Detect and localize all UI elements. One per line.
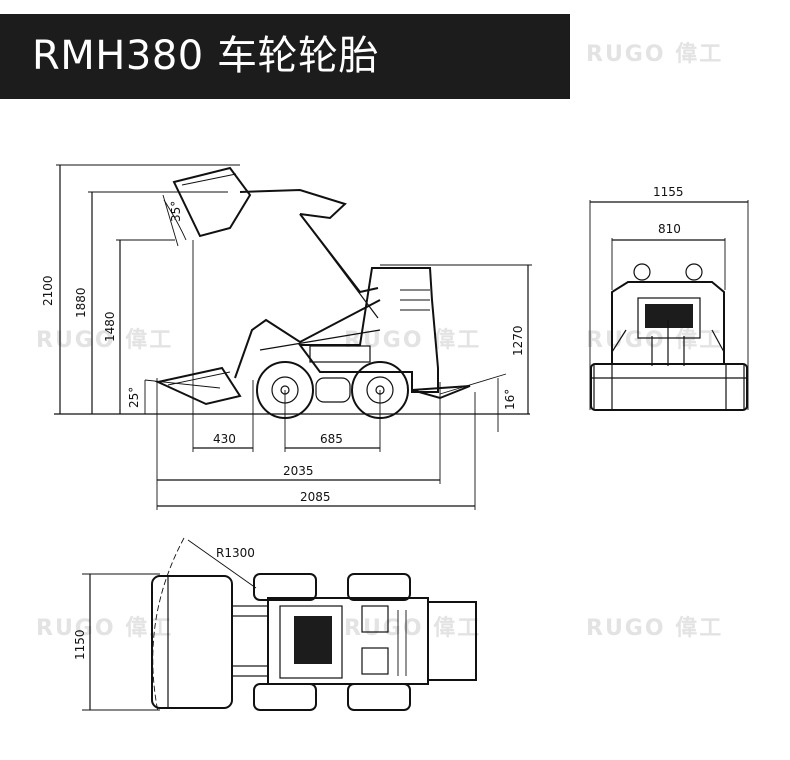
watermark-bottom-center: RUGO 偉工 [344, 616, 482, 641]
watermark-right: RUGO 偉工 [586, 328, 724, 353]
machine-top-outline [151, 573, 477, 711]
radius-label-r1300: R1300 [216, 546, 255, 560]
length-label-430: 430 [213, 432, 236, 446]
machine-front-outline [590, 263, 748, 411]
width-label-810: 810 [658, 222, 681, 236]
angle-label-16: 16° [503, 389, 517, 410]
watermark-bottom-left: RUGO 偉工 [36, 616, 174, 641]
watermark-top-right: RUGO 偉工 [586, 42, 724, 67]
height-label-1480: 1480 [103, 311, 117, 342]
angle-label-25: 25° [127, 387, 141, 408]
watermark-left: RUGO 偉工 [36, 328, 174, 353]
machine-side-outline [154, 166, 471, 419]
width-label-1150: 1150 [73, 629, 87, 660]
front-view: 1155 810 [589, 185, 749, 411]
length-label-2035: 2035 [283, 464, 314, 478]
height-label-1270: 1270 [511, 325, 525, 356]
side-view: 2100 1880 1480 1270 35° 25° 16° 430 685 … [41, 164, 532, 510]
top-view: 1150 R1300 [73, 537, 477, 713]
length-label-2085: 2085 [300, 490, 331, 504]
angle-label-35: 35° [169, 201, 183, 222]
height-label-1880: 1880 [74, 287, 88, 318]
watermark-bottom-right: RUGO 偉工 [586, 616, 724, 641]
height-label-2100: 2100 [41, 275, 55, 306]
length-label-685: 685 [320, 432, 343, 446]
title-banner: RMH380 车轮轮胎 [0, 14, 570, 99]
width-label-1155: 1155 [653, 185, 684, 199]
page-title: RMH380 车轮轮胎 [32, 33, 379, 79]
